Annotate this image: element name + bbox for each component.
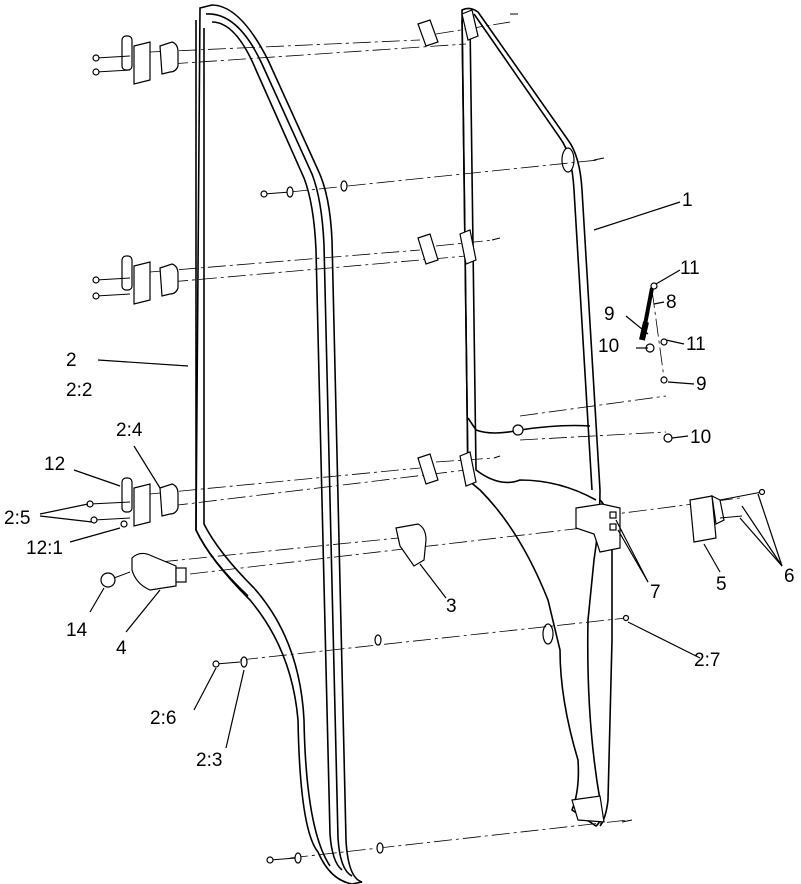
callout-11-upper: 11 <box>680 258 700 279</box>
latch-handle <box>100 552 187 591</box>
latch-assembly <box>689 488 766 543</box>
fasteners <box>212 13 633 864</box>
lower-hinge <box>86 451 477 528</box>
leader-lines <box>39 201 783 749</box>
door-glass-panel <box>195 4 363 884</box>
upper-hinge <box>92 9 479 85</box>
callout-11-lower: 11 <box>686 334 706 355</box>
callout-7: 7 <box>650 582 661 603</box>
callout-10-lower: 10 <box>690 427 711 448</box>
callout-5: 5 <box>716 574 727 595</box>
callout-2-2: 2:2 <box>66 380 92 401</box>
callout-2: 2 <box>66 350 77 371</box>
callout-1: 1 <box>682 190 693 211</box>
callout-9-lower: 9 <box>696 374 707 395</box>
callout-labels: 1 2 2:2 2:4 12 2:5 12:1 14 4 2:6 2:3 3 2… <box>4 190 795 771</box>
callout-2-5: 2:5 <box>4 508 30 529</box>
callout-9-upper: 9 <box>604 304 615 325</box>
striker-bracket <box>575 503 621 553</box>
door-frame-tube <box>461 7 613 827</box>
callout-6: 6 <box>784 566 795 587</box>
callout-2-7: 2:7 <box>694 650 720 671</box>
assembly-lines <box>149 21 741 859</box>
callout-2-4: 2:4 <box>116 420 143 441</box>
callout-3: 3 <box>446 596 457 617</box>
middle-hinge <box>92 229 477 305</box>
latch-plate <box>395 523 427 567</box>
callout-12: 12 <box>44 454 65 475</box>
callout-8: 8 <box>666 292 677 313</box>
callout-10-upper: 10 <box>598 336 619 357</box>
callout-14: 14 <box>66 620 88 641</box>
callout-2-3: 2:3 <box>196 750 222 771</box>
callout-2-6: 2:6 <box>150 708 176 729</box>
callout-12-1: 12:1 <box>26 538 63 559</box>
callout-4: 4 <box>116 638 127 659</box>
